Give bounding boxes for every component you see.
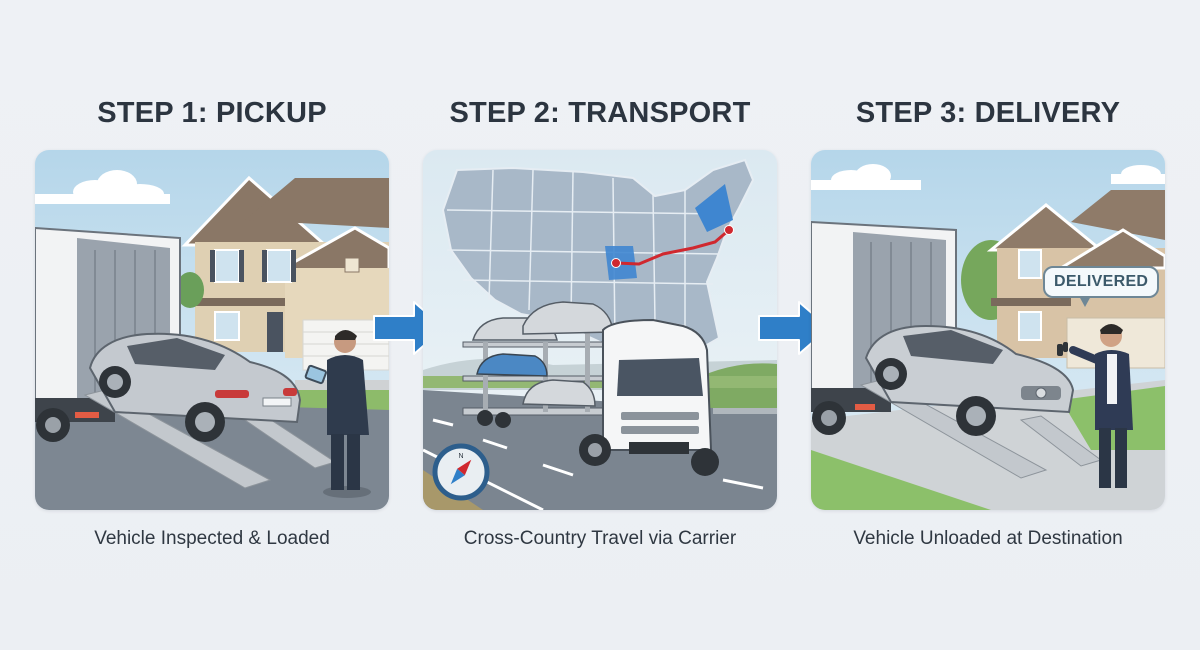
us-map-icon — [441, 158, 755, 348]
cloud-icon — [35, 170, 170, 204]
car-carrier-truck-icon — [462, 301, 719, 476]
step-3-illustration: DELIVERED — [811, 150, 1165, 510]
svg-text:N: N — [458, 453, 463, 460]
step-2-caption: Cross-Country Travel via Carrier — [463, 528, 737, 549]
delivery-agent-person-icon — [1057, 324, 1133, 488]
house-icon — [986, 190, 1165, 369]
step-3-caption: Vehicle Unloaded at Destination — [853, 528, 1123, 549]
step-2-illustration: N — [423, 150, 777, 510]
step-1-illustration — [35, 150, 389, 510]
car-keys-icon — [1057, 342, 1068, 356]
delivered-badge: DELIVERED — [1043, 266, 1160, 307]
compass-icon: N — [432, 443, 490, 501]
new-york-highlight — [695, 184, 733, 232]
car-icon — [88, 332, 302, 442]
step-2-title: STEP 2: TRANSPORT — [449, 97, 751, 129]
step-3-title: STEP 3: DELIVERY — [855, 97, 1121, 129]
cloud-icon — [811, 164, 1165, 190]
route-line — [615, 228, 730, 266]
inspector-person-icon — [304, 330, 371, 498]
car-icon — [864, 324, 1075, 436]
step-1-caption: Vehicle Inspected & Loaded — [94, 528, 330, 549]
step-1-title: STEP 1: PICKUP — [97, 97, 327, 129]
